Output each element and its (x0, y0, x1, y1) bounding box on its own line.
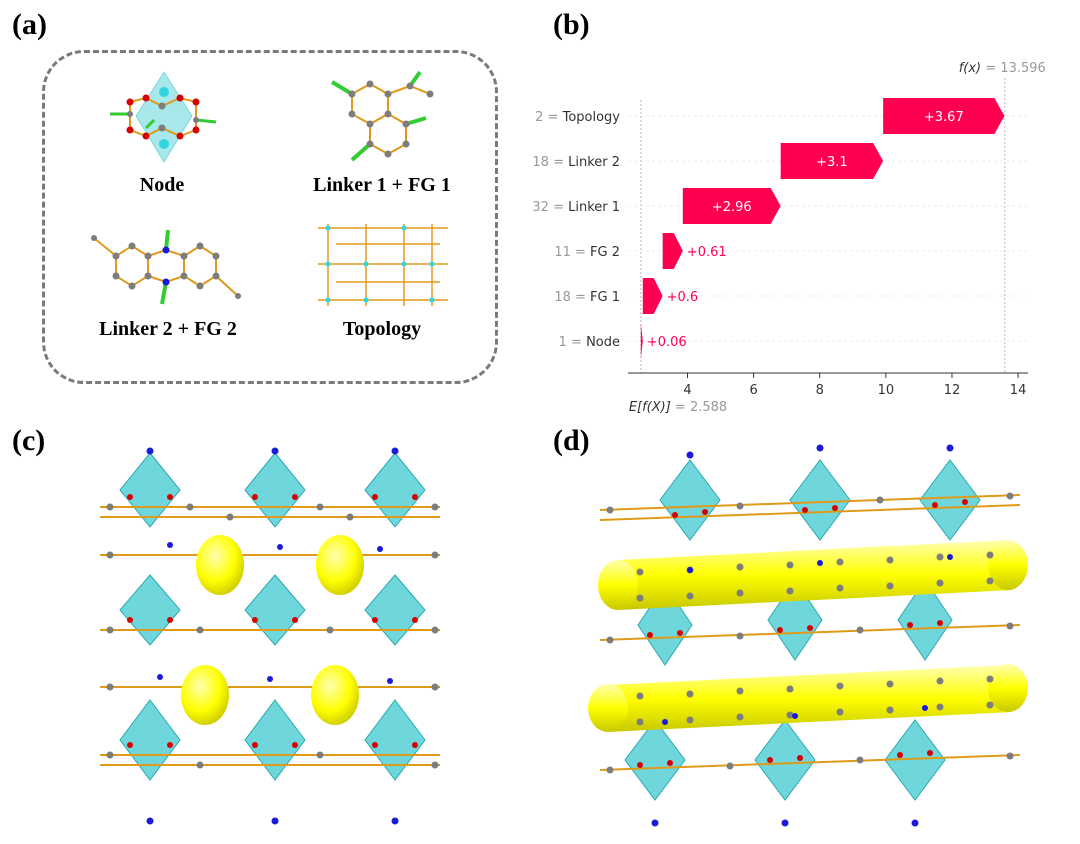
waterfall-bar (682, 188, 781, 224)
linker1-fg1-label: Linker 1 + FG 1 (313, 174, 451, 196)
waterfall-bar (883, 98, 1005, 134)
feature-label: 32 = Linker 1 (532, 200, 620, 215)
x-tick-label: 10 (878, 383, 895, 398)
final-value-label: f(x) = 13.596 (959, 61, 1046, 76)
feature-label: 1 = Node (559, 335, 620, 350)
x-tick-label: 6 (749, 383, 757, 398)
bar-value-label: +2.96 (712, 200, 752, 215)
waterfall-bar (662, 233, 683, 269)
node-label: Node (139, 174, 185, 196)
panel-a-letter: (a) (12, 8, 47, 41)
x-tick-label: 12 (944, 383, 961, 398)
feature-label: 18 = FG 1 (554, 290, 620, 305)
panel-b-letter: (b) (553, 8, 590, 41)
bar-value-label: +3.1 (816, 155, 848, 170)
shap-waterfall-chart: +3.67 2 = Topology +3.1 18 = Linker 2 +2.96 3… (532, 61, 1046, 415)
panel-d-letter: (d) (553, 424, 590, 457)
node-structure-image (110, 71, 217, 163)
bar-value-label: +0.6 (667, 290, 699, 305)
x-tick-label: 8 (816, 383, 824, 398)
linker1-structure-image (330, 70, 434, 162)
bar-value-label: +3.67 (924, 110, 964, 125)
linker2-structure-image (91, 229, 241, 305)
bar-value-label: +0.61 (687, 245, 727, 260)
panel-c-letter: (c) (12, 424, 46, 457)
feature-label: 11 = FG 2 (554, 245, 620, 260)
topology-label: Topology (342, 318, 422, 340)
waterfall-bar (640, 323, 643, 359)
topology-structure-image (318, 224, 448, 306)
base-value-label: E[f(X)] = 2.588 (629, 400, 727, 415)
waterfall-bar (642, 278, 663, 314)
bar-value-label: +0.06 (647, 335, 687, 350)
crystal-structure-d-image (588, 444, 1028, 827)
x-tick-label: 4 (683, 383, 691, 398)
waterfall-bar (780, 143, 884, 179)
feature-label: 2 = Topology (535, 110, 620, 125)
x-tick-label: 14 (1010, 383, 1027, 398)
components-box (42, 50, 498, 384)
linker2-fg2-label: Linker 2 + FG 2 (99, 318, 237, 340)
crystal-structure-c-image (100, 447, 440, 825)
feature-label: 18 = Linker 2 (532, 155, 620, 170)
